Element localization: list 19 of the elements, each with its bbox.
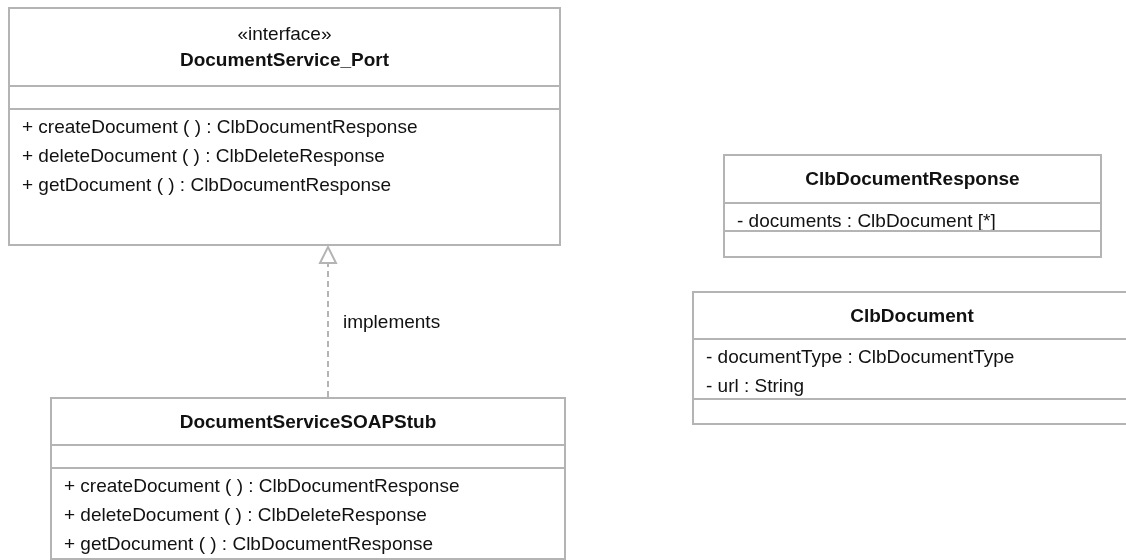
class-box <box>692 291 1126 425</box>
realization-arrow <box>319 246 337 398</box>
operation-text: + getDocument ( ) : ClbDocumentResponse <box>22 173 392 197</box>
class-name: ClbDocumentResponse <box>805 167 1020 191</box>
operation-text: + createDocument ( ) : ClbDocumentResponse <box>64 474 460 498</box>
operation-text: + createDocument ( ) : ClbDocumentResponse <box>22 115 418 139</box>
operation-text: + getDocument ( ) : ClbDocumentResponse <box>64 532 434 556</box>
edge-label: implements <box>343 309 441 334</box>
class-name: ClbDocument <box>850 303 974 328</box>
class-name: DocumentServiceSOAPStub <box>179 409 437 434</box>
attribute-text: - url : String <box>706 374 805 398</box>
operation-text: + deleteDocument ( ) : ClbDeleteResponse <box>64 503 427 527</box>
class-box <box>50 397 566 560</box>
class-box <box>8 7 561 246</box>
attribute-text: - documentType : ClbDocumentType <box>706 345 1015 369</box>
class-name: DocumentService_Port <box>179 48 390 72</box>
stereotype-label: «interface» <box>237 22 332 46</box>
class-box <box>723 154 1102 258</box>
operation-text: + deleteDocument ( ) : ClbDeleteResponse <box>22 144 385 168</box>
